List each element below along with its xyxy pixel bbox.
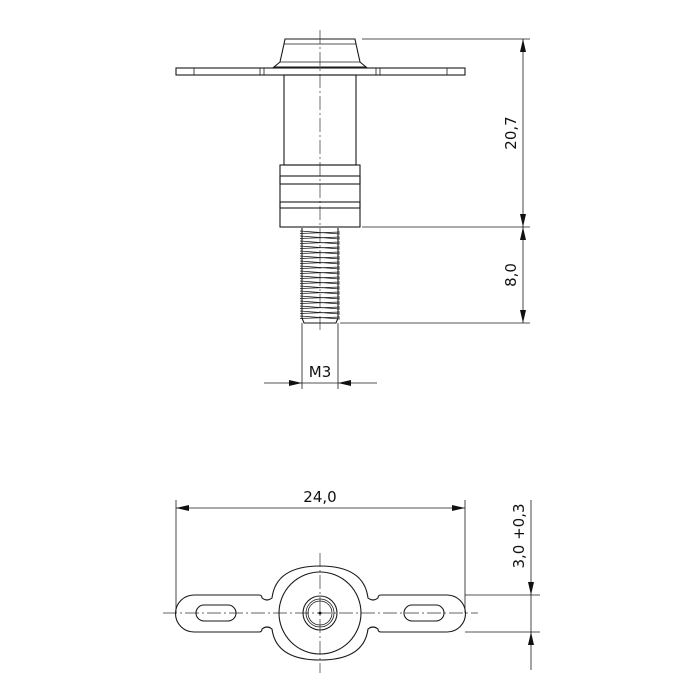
top-view: 24,0 3,0 +0,3 — [163, 488, 540, 673]
dim-label-8-0: 8,0 — [502, 263, 520, 287]
flange — [175, 67, 466, 76]
thread-line — [299, 300, 341, 305]
dim-label-24-0: 24,0 — [303, 488, 336, 506]
thread-line — [299, 260, 341, 265]
thread-line — [299, 315, 341, 320]
thread-line — [299, 245, 341, 250]
thread-line — [299, 295, 341, 300]
cap — [272, 38, 368, 68]
thread — [299, 228, 341, 324]
thread-line — [299, 235, 341, 240]
dimension-height: 20,7 8,0 — [340, 38, 530, 324]
thread-line — [299, 265, 341, 270]
thread-line — [299, 280, 341, 285]
flange-outline — [175, 565, 466, 661]
thread-line — [299, 240, 341, 245]
thread-line — [299, 285, 341, 290]
thread-line — [299, 270, 341, 275]
thread-line — [299, 255, 341, 260]
side-view: 20,7 8,0 M3 — [175, 30, 530, 389]
dim-label-m3: M3 — [309, 363, 332, 381]
slot-left — [195, 604, 237, 622]
thread-line — [299, 250, 341, 255]
thread-line — [299, 275, 341, 280]
inner-ring — [278, 571, 362, 655]
dim-label-20-7: 20,7 — [502, 116, 520, 149]
dimension-thread: M3 — [264, 323, 377, 389]
ring-section — [279, 164, 361, 228]
thread-line — [299, 290, 341, 295]
boss-outer — [302, 595, 338, 631]
dim-label-3-0: 3,0 +0,3 — [510, 503, 528, 568]
slot-right — [403, 604, 445, 622]
thread-line — [299, 310, 341, 315]
dimension-width: 24,0 — [175, 488, 466, 613]
thread-line — [299, 305, 341, 310]
thread-line — [299, 230, 341, 235]
dimension-thickness: 3,0 +0,3 — [465, 500, 540, 670]
